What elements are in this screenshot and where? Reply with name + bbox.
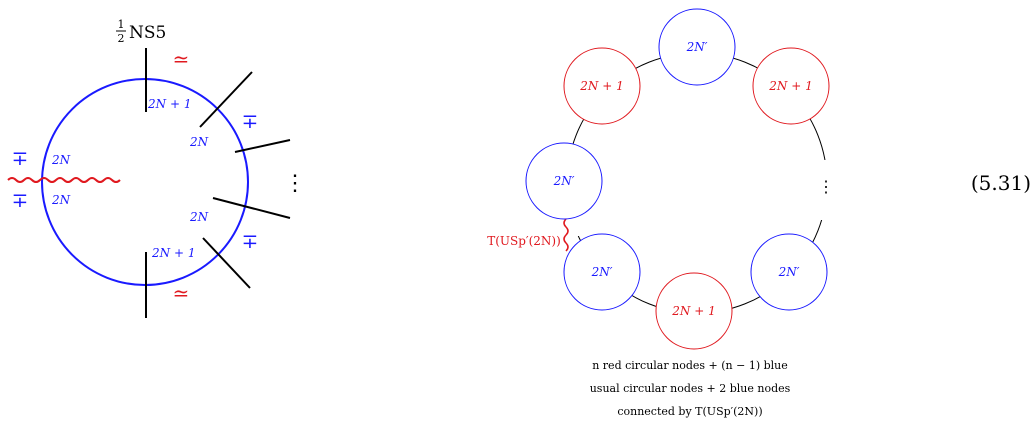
ns5-label-text: NS5 <box>129 23 166 43</box>
quiver-diagram: 2N′ 2N + 1 2N + 1 2N′ 2N′ 2N + 1 2N′ ⋮ T… <box>487 8 842 418</box>
upper-right-rank-label: 2N <box>189 135 209 149</box>
ns5-upper-right-1 <box>199 71 253 128</box>
equation-number: (5.31) <box>971 171 1031 195</box>
caption-line-2: usual circular nodes + 2 blue nodes <box>590 382 791 395</box>
node-lower-right-label: 2N′ <box>778 265 800 279</box>
caption-line-1: n red circular nodes + (n − 1) blue <box>592 359 788 372</box>
node-left <box>525 142 603 220</box>
brane-ellipsis: ⋮ <box>284 171 306 196</box>
node-upper-right-label: 2N + 1 <box>768 79 812 93</box>
ns5-lower-right-2 <box>202 237 251 289</box>
node-upper-left <box>563 47 641 125</box>
node-lower-left <box>563 233 641 311</box>
node-lower-right <box>750 233 828 311</box>
twisted-link <box>563 218 569 252</box>
ns5-upper-right-2 <box>234 139 291 153</box>
bottom-orientifold-sign: ≃ <box>173 281 190 305</box>
upper-right-orientifold-sign: ∓ <box>242 109 259 133</box>
left-lower-rank-label: 2N <box>51 193 71 207</box>
node-upper-right <box>752 47 830 125</box>
ns5-lower-right-1 <box>212 197 291 219</box>
top-rank-label: 2N + 1 <box>147 97 191 111</box>
ns5-fraction-numerator: 1 <box>118 18 125 31</box>
caption-line-3: connected by T(USp′(2N)) <box>617 405 762 418</box>
top-orientifold-sign: ≃ <box>173 47 190 71</box>
quiver-ellipsis: ⋮ <box>818 177 834 196</box>
node-bottom <box>655 272 733 350</box>
brane-diagram: 1 2 NS5 ≃ ≃ ∓ ∓ ∓ ∓ 2N + 1 2N + 1 2N 2N … <box>7 18 306 318</box>
ns5-fraction-denominator: 2 <box>118 32 125 45</box>
bottom-rank-label: 2N + 1 <box>151 246 195 260</box>
node-bottom-label: 2N + 1 <box>671 304 715 318</box>
node-upper-left-label: 2N + 1 <box>579 79 623 93</box>
left-upper-rank-label: 2N <box>51 153 71 167</box>
lower-right-rank-label: 2N <box>189 210 209 224</box>
o5-wavy-line <box>7 177 121 183</box>
node-top <box>658 8 736 86</box>
left-upper-orientifold-sign: ∓ <box>12 146 29 170</box>
lower-right-orientifold-sign: ∓ <box>242 229 259 253</box>
node-top-label: 2N′ <box>686 40 708 54</box>
twisted-link-label: T(USp′(2N)) <box>487 234 561 248</box>
node-lower-left-label: 2N′ <box>591 265 613 279</box>
left-lower-orientifold-sign: ∓ <box>12 188 29 212</box>
ns5-label: 1 2 NS5 <box>116 18 166 45</box>
node-left-label: 2N′ <box>553 174 575 188</box>
